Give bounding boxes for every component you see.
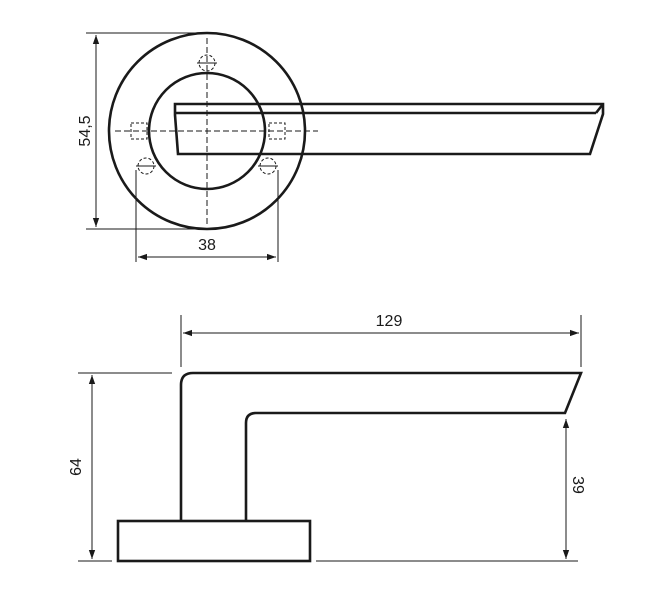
lever-side-profile [179, 371, 583, 521]
side-view: 129 64 39 [68, 313, 586, 563]
dimension-label-lever-height: 39 [569, 476, 586, 494]
rose-base-side [116, 519, 312, 563]
dimension-rose-diameter: 54,5 [77, 32, 207, 230]
dimension-lever-height: 39 [316, 419, 586, 562]
top-view: 54,5 38 [77, 31, 605, 262]
lever-top-view [173, 102, 605, 156]
dimension-lever-length: 129 [180, 313, 582, 367]
fixing-square-right [268, 122, 286, 140]
dimension-label-lever-length: 129 [376, 313, 403, 330]
dimension-label-screw-spacing: 38 [198, 237, 216, 254]
dimension-label-rose-diameter: 54,5 [77, 115, 94, 146]
dimension-overall-height: 64 [68, 372, 172, 562]
dimension-label-overall-height: 64 [68, 458, 85, 476]
fixing-square-left [130, 122, 148, 140]
dimension-screw-spacing: 38 [135, 170, 279, 262]
